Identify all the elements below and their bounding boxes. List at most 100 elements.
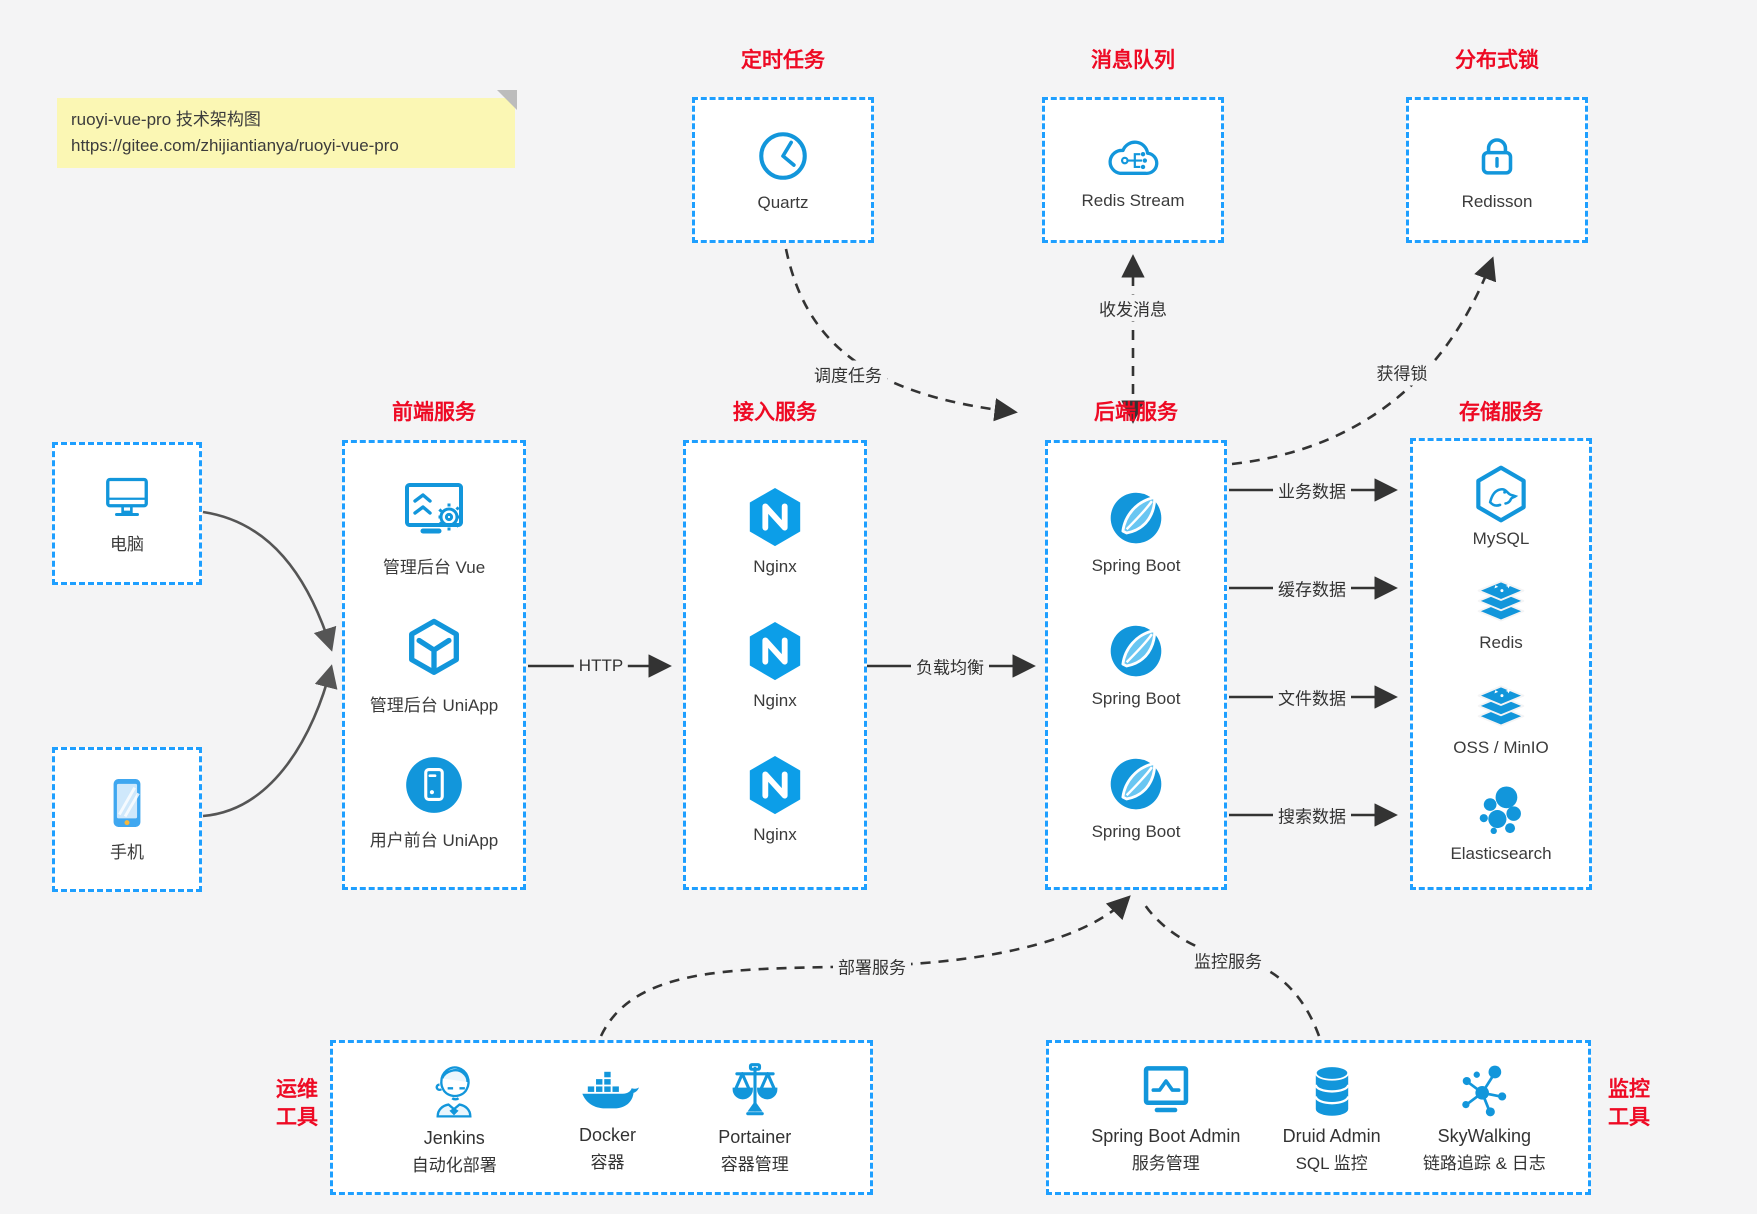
ops-title-line1: 运维: [276, 1078, 318, 1101]
phone-item: 手机: [104, 776, 150, 863]
skywalking-item: SkyWalking 链路追踪 & 日志: [1423, 1062, 1546, 1174]
arrow-label-send-receive: 收发消息: [1094, 294, 1172, 322]
redis-item: Redis: [1471, 572, 1531, 653]
admin-vue-icon: [399, 479, 469, 545]
item-label: 电脑: [110, 535, 144, 554]
item-label: Spring Boot: [1091, 689, 1181, 708]
pc-client-box: 电脑: [52, 442, 202, 585]
pc-item: 电脑: [99, 472, 155, 555]
item-label: MySQL: [1472, 529, 1530, 549]
monitor-title-line2: 工具: [1608, 1106, 1650, 1129]
scheduled-tasks-box: Quartz: [692, 97, 874, 243]
portainer-scales-icon: [726, 1061, 784, 1121]
mysql-item: MySQL: [1472, 464, 1530, 549]
springboot-admin-icon: [1137, 1062, 1195, 1120]
monitor-title-line1: 监控: [1608, 1078, 1650, 1101]
column-title-backend: 后端服务: [1094, 401, 1178, 424]
spring-boot-icon: [1106, 488, 1166, 548]
spring-boot-icon: [1106, 621, 1166, 681]
item-label: 用户前台 UniApp: [369, 830, 499, 850]
item-desc: 服务管理: [1131, 1153, 1200, 1173]
message-queue-box: Redis Stream: [1042, 97, 1224, 243]
uniapp-cube-icon: [400, 615, 468, 683]
jenkins-item: Jenkins 自动化部署: [412, 1060, 497, 1176]
sticky-note: ruoyi-vue-pro 技术架构图 https://gitee.com/zh…: [57, 98, 515, 168]
item-label: Nginx: [753, 557, 797, 576]
oss-minio-item: OSS / MinIO: [1453, 677, 1549, 758]
phone-client-box: 手机: [52, 747, 202, 892]
ops-title-line2: 工具: [276, 1106, 318, 1129]
item-desc: 容器: [590, 1152, 625, 1172]
database-icon: [1305, 1062, 1359, 1120]
clock-icon: [754, 127, 812, 185]
storage-box: MySQL Redis OSS / MinIO Elasticsearch: [1410, 438, 1592, 890]
docker-item: Docker 容器: [575, 1063, 640, 1173]
redis-stream-item: Redis Stream: [1082, 129, 1184, 211]
arrow-label-monitor-service: 监控服务: [1189, 946, 1267, 974]
item-label: Elasticsearch: [1450, 843, 1552, 863]
item-label: Spring Boot: [1091, 822, 1181, 841]
spring-boot-item: Spring Boot: [1091, 488, 1181, 576]
arrow-label-file-data: 文件数据: [1273, 683, 1351, 711]
quartz-item: Quartz: [754, 127, 812, 213]
item-label: 手机: [110, 843, 144, 862]
nginx-item: Nginx: [744, 753, 806, 845]
item-name: Druid Admin: [1282, 1125, 1381, 1146]
redis-icon: [1471, 572, 1531, 628]
item-name: Portainer: [718, 1126, 792, 1147]
group-title-scheduled-tasks: 定时任务: [741, 49, 825, 72]
jenkins-icon: [425, 1060, 483, 1122]
column-title-gateway: 接入服务: [733, 401, 817, 424]
item-label: Quartz: [757, 193, 809, 212]
springboot-admin-item: Spring Boot Admin 服务管理: [1091, 1062, 1240, 1174]
item-label: 管理后台 UniApp: [369, 695, 499, 715]
computer-icon: [99, 472, 155, 522]
arrow-schedule-task: [784, 248, 1018, 422]
monitor-tools-title: 监控 工具: [1604, 1076, 1654, 1132]
nginx-icon: [744, 619, 806, 683]
item-label: Nginx: [753, 691, 797, 710]
arrow-label-load-balance: 负载均衡: [911, 652, 989, 680]
arrow-label-schedule-task: 调度任务: [809, 360, 887, 388]
note-title: ruoyi-vue-pro 技术架构图: [71, 110, 261, 129]
item-desc: SQL 监控: [1295, 1153, 1368, 1173]
arrow-label-deploy-service: 部署服务: [833, 952, 911, 980]
item-desc: 链路追踪 & 日志: [1422, 1153, 1546, 1173]
item-label: Redis: [1479, 633, 1523, 653]
cloud-stream-icon: [1102, 129, 1164, 183]
arrow-acquire-lock: [1231, 256, 1497, 466]
spring-boot-icon: [1106, 754, 1166, 814]
ops-tools-box: Jenkins 自动化部署 Docker 容器 Portainer 容器管理: [330, 1040, 873, 1195]
user-uniapp-item: 用户前台 UniApp: [370, 752, 498, 851]
distributed-lock-box: Redisson: [1406, 97, 1588, 243]
arrow-label-acquire-lock: 获得锁: [1371, 358, 1433, 386]
group-title-distributed-lock: 分布式锁: [1455, 49, 1539, 72]
phone-icon: [104, 776, 150, 830]
arrow-label-http: HTTP: [573, 655, 629, 677]
item-label: Nginx: [753, 825, 797, 844]
item-name: SkyWalking: [1437, 1125, 1532, 1146]
nginx-icon: [744, 485, 806, 549]
arrow-phone-to-frontend: [202, 664, 338, 818]
lock-icon: [1470, 128, 1524, 184]
admin-vue-item: 管理后台 Vue: [383, 479, 485, 578]
ops-tools-title: 运维 工具: [272, 1076, 322, 1132]
admin-uniapp-item: 管理后台 UniApp: [370, 615, 498, 716]
item-label: Spring Boot: [1091, 556, 1181, 575]
arrow-pc-to-frontend: [202, 510, 337, 652]
group-title-message-queue: 消息队列: [1091, 49, 1175, 72]
docker-icon: [575, 1063, 640, 1119]
column-title-storage: 存储服务: [1459, 401, 1543, 424]
item-name: Jenkins: [423, 1127, 485, 1148]
item-name: Docker: [578, 1124, 636, 1145]
elasticsearch-item: Elasticsearch: [1450, 781, 1552, 864]
spring-boot-item: Spring Boot: [1091, 621, 1181, 709]
column-title-frontend: 前端服务: [392, 401, 476, 424]
item-name: Spring Boot Admin: [1091, 1125, 1241, 1146]
frontend-box: 管理后台 Vue 管理后台 UniApp 用户前台 UniApp: [342, 440, 526, 890]
mysql-icon: [1472, 464, 1530, 524]
arrow-label-cache-data: 缓存数据: [1273, 574, 1351, 602]
gateway-box: Nginx Nginx Nginx: [683, 440, 867, 890]
backend-box: Spring Boot Spring Boot Spring Boot: [1045, 440, 1227, 890]
